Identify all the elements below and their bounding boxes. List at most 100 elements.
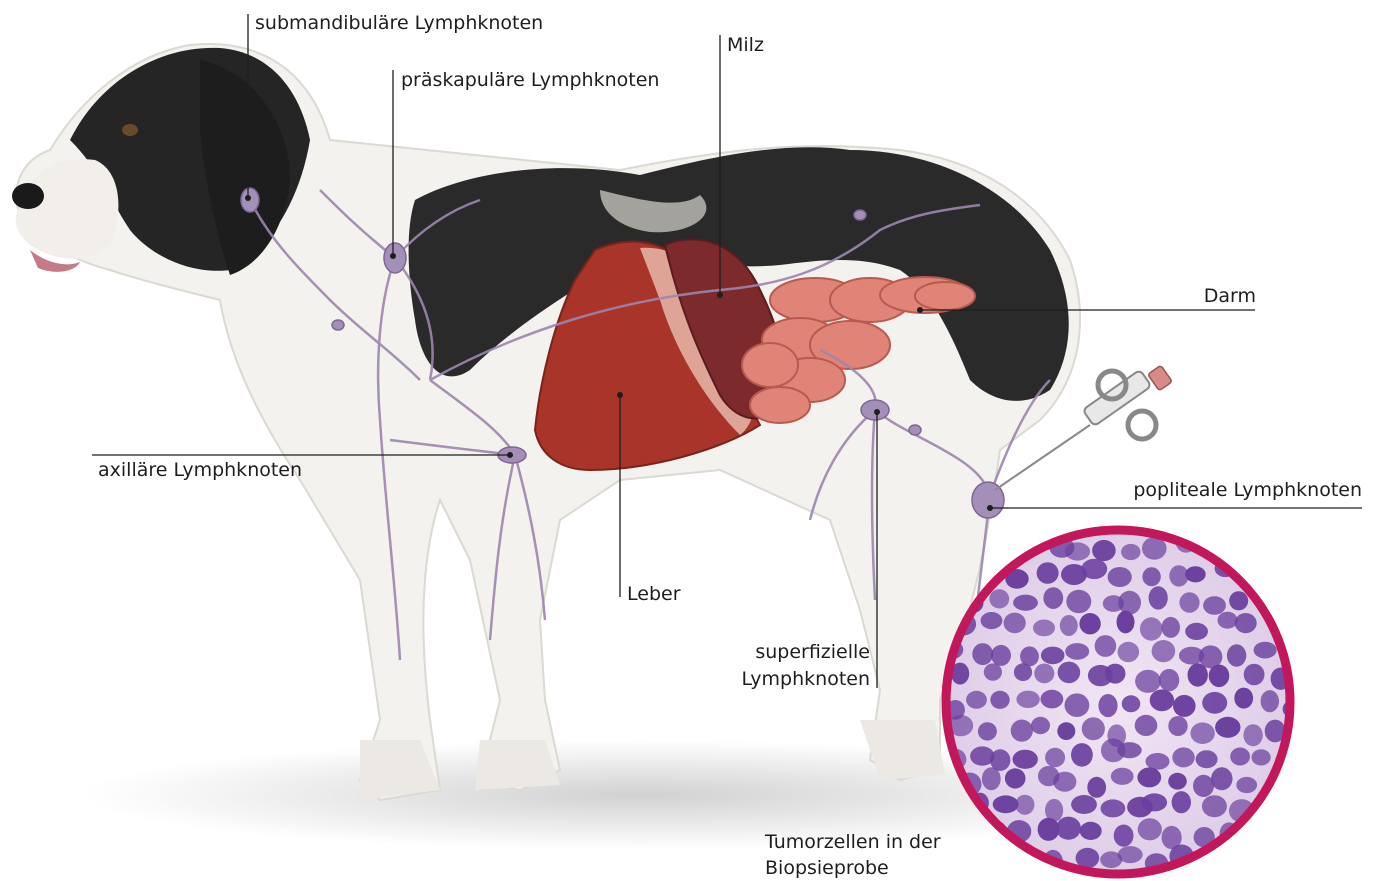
tumor-cell (1004, 870, 1024, 881)
tumor-cell (972, 643, 993, 665)
tumor-cell (1045, 748, 1065, 768)
tumor-cell (1159, 669, 1179, 691)
tumor-cell (1161, 617, 1180, 638)
tumor-cell (942, 857, 962, 874)
tumor-cell (1185, 566, 1206, 582)
tumor-cell (1230, 748, 1250, 766)
tumor-cell (1279, 539, 1300, 562)
tumor-cell (1004, 613, 1026, 634)
tumor-cell (1135, 715, 1158, 736)
tumor-cell (1299, 688, 1324, 710)
tumor-cell (1298, 566, 1317, 583)
tumor-cell (1236, 777, 1257, 793)
label-biopsy-2: Biopsieprobe (765, 856, 889, 880)
tumor-cell (1118, 591, 1141, 615)
label-superficial-2: Lymphknoten (700, 667, 870, 691)
tumor-cell (1005, 768, 1026, 788)
tumor-cell (1266, 569, 1285, 588)
tumor-cell (1312, 645, 1332, 663)
tumor-cell (982, 767, 1001, 790)
label-biopsy-1: Tumorzellen in der (765, 830, 941, 854)
tumor-cell (1295, 776, 1319, 798)
tumor-cell (1307, 855, 1327, 875)
tumor-cell (1211, 767, 1232, 790)
tumor-cell (1087, 777, 1106, 798)
tumor-cell (1092, 540, 1116, 561)
tumor-cell (1043, 587, 1063, 609)
tumor-cell (1223, 534, 1246, 551)
tumor-cell (1168, 773, 1187, 790)
tumor-cell (1034, 664, 1054, 684)
tumor-cell (1291, 717, 1310, 735)
tumor-cell (1031, 717, 1050, 734)
tumor-cell (1298, 822, 1316, 841)
tumor-cell (981, 612, 1003, 629)
tumor-cell (1188, 663, 1208, 686)
tumor-cell (1215, 717, 1240, 738)
tumor-cell (1202, 795, 1227, 817)
tumor-cell (991, 645, 1011, 666)
tumor-cell (1142, 793, 1167, 811)
tumor-cell (1281, 845, 1305, 864)
tumor-cell (1173, 695, 1196, 717)
label-superficial-1: superfizielle (700, 640, 870, 664)
tumor-cell (1278, 799, 1303, 819)
tumor-cell (1309, 590, 1334, 610)
tumor-cell (1307, 537, 1328, 554)
label-prescapular: präskapuläre Lymphknoten (401, 68, 659, 92)
tumor-cell (1137, 767, 1161, 787)
tumor-cell (990, 691, 1009, 709)
tumor-cell (1229, 591, 1248, 610)
tumor-cell (1016, 691, 1039, 708)
tumor-cell (1038, 818, 1060, 841)
tumor-cell (1270, 512, 1292, 530)
tumor-cell (1053, 772, 1076, 792)
tumor-cell (963, 848, 984, 864)
tumor-cell (1138, 818, 1162, 840)
tumor-cell (1066, 590, 1091, 614)
tumor-cell (1202, 692, 1227, 714)
tumor-cell (1249, 540, 1270, 556)
tumor-cell (1263, 874, 1284, 881)
tumor-cell (1082, 717, 1105, 740)
tumor-cell (1012, 750, 1037, 769)
tumor-cell (1033, 620, 1055, 637)
tumor-cell (1057, 722, 1075, 740)
tumor-cell (1095, 635, 1117, 657)
tumor-cell (1210, 506, 1231, 527)
tumor-cell (1209, 665, 1230, 688)
tumor-cell (966, 691, 987, 709)
label-spleen: Milz (727, 33, 764, 57)
tumor-cell (1168, 511, 1188, 532)
tumor-cell (1081, 559, 1107, 579)
tumor-cell (1252, 749, 1271, 765)
label-intestine: Darm (1200, 284, 1256, 308)
tumor-cell (1121, 544, 1140, 560)
tumor-cell (1111, 768, 1134, 785)
tumor-cell (1146, 753, 1170, 770)
tumor-cell (1117, 742, 1141, 758)
tumor-cell (1196, 750, 1218, 768)
tumor-cell (1058, 662, 1081, 684)
tumor-cell (1152, 640, 1176, 662)
tumor-cell (1011, 720, 1033, 742)
tumor-cell (1168, 716, 1187, 736)
tumor-cell (1261, 690, 1279, 712)
tumor-cell (1071, 743, 1093, 767)
tumor-cell (1244, 664, 1265, 686)
tumor-cell (1114, 825, 1134, 847)
tumor-cell (1296, 506, 1316, 528)
tumor-cell (1149, 586, 1168, 609)
tumor-cell (1234, 688, 1253, 709)
tumor-cell (997, 852, 1019, 870)
tumor-cell (1185, 623, 1208, 640)
tumor-cell (1037, 562, 1059, 584)
tumor-cell (1004, 514, 1023, 534)
tumor-cell (984, 663, 1002, 680)
tumor-cell (1117, 611, 1135, 634)
tumor-cell (1079, 613, 1100, 634)
tumor-cell (1233, 870, 1259, 881)
label-submandibular: submandibuläre Lymphknoten (255, 11, 543, 35)
tumor-cell (1302, 797, 1320, 818)
